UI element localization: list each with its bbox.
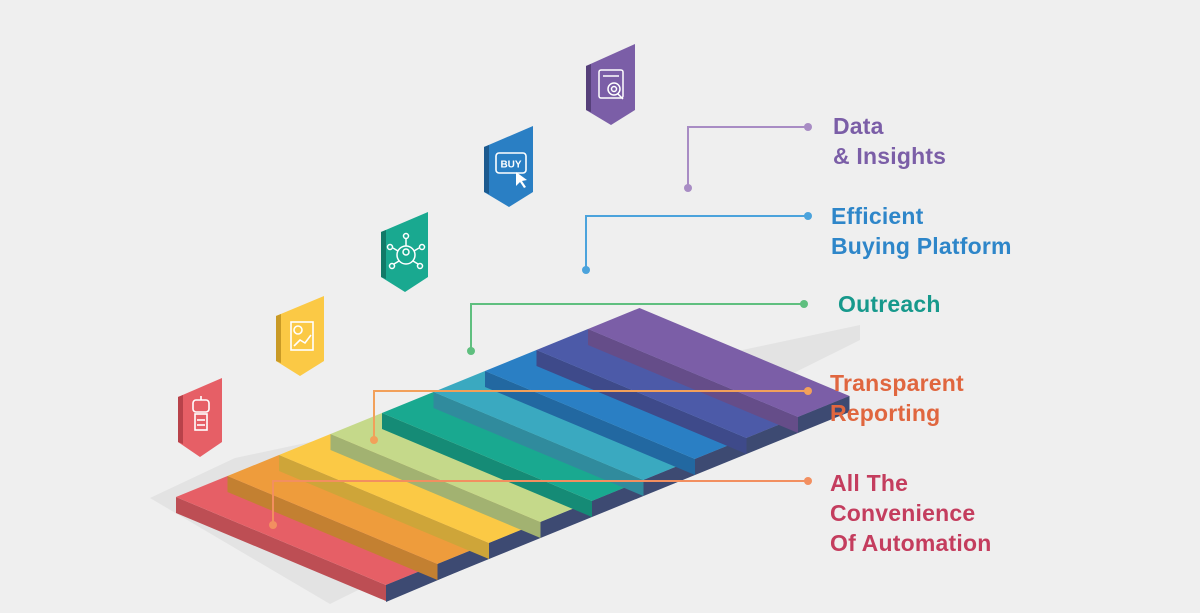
robot-icon: [178, 378, 222, 457]
step-riser: [330, 434, 541, 538]
label-line: Outreach: [838, 291, 941, 317]
connector-dot: [370, 436, 378, 444]
connector-line: [373, 390, 808, 440]
label-line: Reporting: [830, 400, 941, 426]
connector-dot: [804, 477, 812, 485]
connector-dot: [269, 521, 277, 529]
step-riser: [176, 497, 386, 601]
label-line: Transparent: [830, 370, 964, 396]
connector-line: [687, 126, 808, 188]
connector-line: [272, 480, 808, 525]
label-outreach: Outreach: [838, 289, 941, 319]
connector-line: [470, 303, 804, 351]
label-efficient-buying-platform: Efficient Buying Platform: [831, 201, 1012, 261]
step-riser: [536, 350, 747, 454]
step-tread: [176, 476, 438, 585]
connector-dot: [582, 266, 590, 274]
step-tread: [536, 329, 798, 438]
connector-dot: [804, 212, 812, 220]
step-riser: [382, 413, 592, 517]
connector-line: [585, 215, 808, 270]
connector-lines: [269, 123, 812, 529]
step-riser: [227, 476, 438, 580]
step-tread: [588, 308, 850, 417]
step-tread: [485, 350, 747, 459]
label-line: Data: [833, 113, 884, 139]
connector-dot: [804, 123, 812, 131]
connector-dot: [804, 387, 812, 395]
label-line: Of Automation: [830, 530, 992, 556]
label-data-insights: Data & Insights: [833, 111, 946, 171]
staircase: [176, 308, 850, 602]
step-tread: [279, 434, 541, 543]
label-transparent-reporting: Transparent Reporting: [830, 368, 964, 428]
label-line: Efficient: [831, 203, 924, 229]
network-people-icon: [381, 212, 428, 292]
analytics-search-icon: [586, 44, 635, 125]
step-tread: [382, 392, 644, 501]
label-line: Buying Platform: [831, 233, 1012, 259]
connector-dot: [467, 347, 475, 355]
connector-dot: [684, 184, 692, 192]
label-line: & Insights: [833, 143, 947, 169]
step-icons: BUY: [178, 44, 635, 457]
buy-button-icon: BUY: [484, 126, 533, 207]
connector-dot: [800, 300, 808, 308]
report-chart-icon: [276, 296, 324, 376]
label-automation: All The Convenience Of Automation: [830, 468, 991, 558]
step-tread: [330, 413, 592, 522]
step-riser: [485, 371, 695, 475]
step-tread: [227, 455, 489, 564]
label-line: All The: [830, 470, 909, 496]
buy-label: BUY: [500, 160, 521, 171]
step-tread: [433, 371, 695, 480]
label-line: Convenience: [830, 500, 976, 526]
step-riser: [433, 392, 644, 496]
step-side: [798, 396, 850, 433]
step-riser: [588, 329, 798, 433]
